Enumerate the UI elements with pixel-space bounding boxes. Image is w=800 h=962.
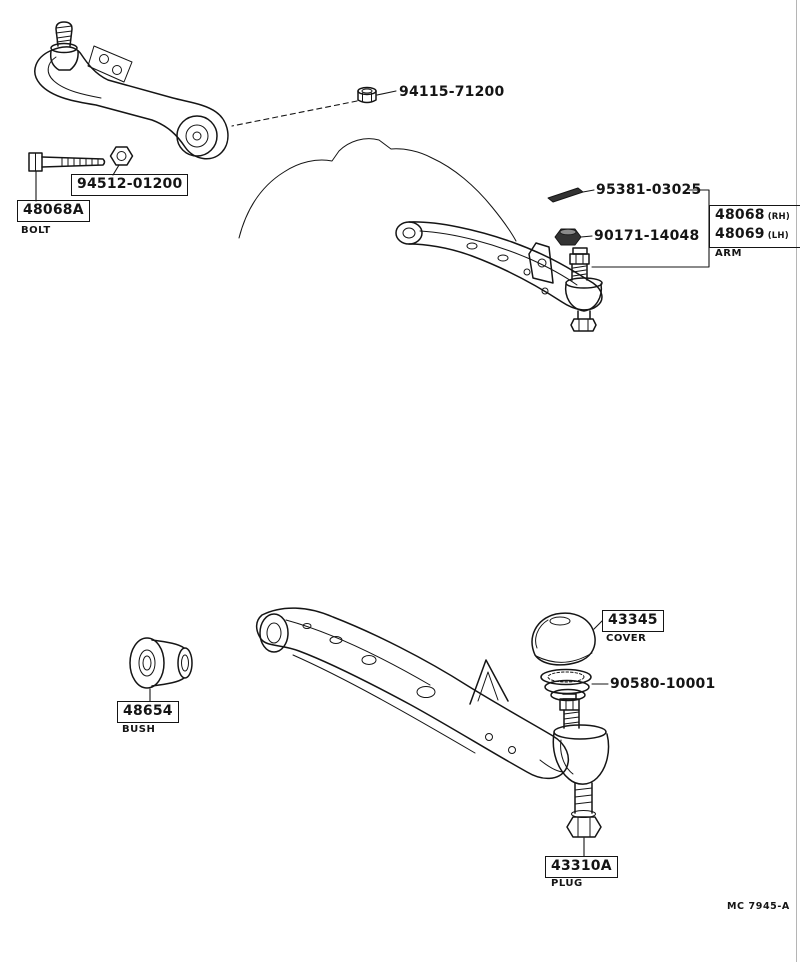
- drawing-code: MC 7945-A: [727, 901, 790, 912]
- arm-rh-row: 48068(RH): [715, 207, 800, 226]
- label-bush-name: BUSH: [122, 724, 156, 735]
- label-plug-number: 43310A: [545, 856, 618, 878]
- label-arm-numbers: 48068(RH) 48069(LH): [709, 205, 800, 248]
- arm-lh-row: 48069(LH): [715, 226, 800, 245]
- label-washer-number: 94512-01200: [71, 174, 189, 196]
- arm-nut-illustration: [554, 228, 582, 246]
- arm-lh-number: 48069: [715, 226, 765, 242]
- cotter-pin-illustration: [547, 187, 584, 203]
- upper-arm-illustration: [34, 21, 229, 160]
- bolt-illustration: [28, 152, 106, 172]
- body-silhouette: [238, 138, 517, 242]
- washer-illustration: [109, 146, 134, 166]
- arm-rh-number: 48068: [715, 207, 765, 223]
- rear-lower-arm-illustration: [255, 607, 570, 780]
- dust-cover-illustration: [531, 612, 596, 666]
- leader-stud-nut-dashed: [231, 100, 358, 127]
- bush-illustration: [129, 637, 193, 689]
- leader-cotter-pin: [582, 189, 595, 193]
- leader-cover: [593, 620, 603, 630]
- front-lower-arm-illustration: [395, 221, 603, 311]
- arm-ball-joint-illustration: [564, 247, 603, 332]
- label-bolt-number: 48068A: [17, 200, 90, 222]
- leader-stud-nut: [376, 90, 397, 96]
- leader-washer: [112, 164, 120, 176]
- label-cover-number: 43345: [602, 610, 664, 632]
- label-plug-name: PLUG: [551, 878, 583, 889]
- label-bush-number: 48654: [117, 701, 179, 723]
- arm-lh-suffix: (LH): [767, 231, 789, 241]
- small-nut-illustration: [357, 86, 377, 104]
- leader-arm-nut: [580, 235, 593, 238]
- label-arm-name: ARM: [715, 248, 742, 259]
- label-arm-nut-number: 90171-14048: [594, 228, 700, 244]
- label-bolt-name: BOLT: [21, 225, 51, 236]
- label-stud-nut-number: 94115-71200: [399, 84, 505, 100]
- label-spring-washer-number: 90580-10001: [610, 676, 716, 692]
- spring-washer-illustration: [540, 668, 592, 702]
- lower-ball-joint-illustration: [552, 693, 610, 838]
- arm-rh-suffix: (RH): [767, 212, 790, 222]
- label-cover-name: COVER: [606, 633, 647, 644]
- label-cotter-pin-number: 95381-03025: [596, 182, 702, 198]
